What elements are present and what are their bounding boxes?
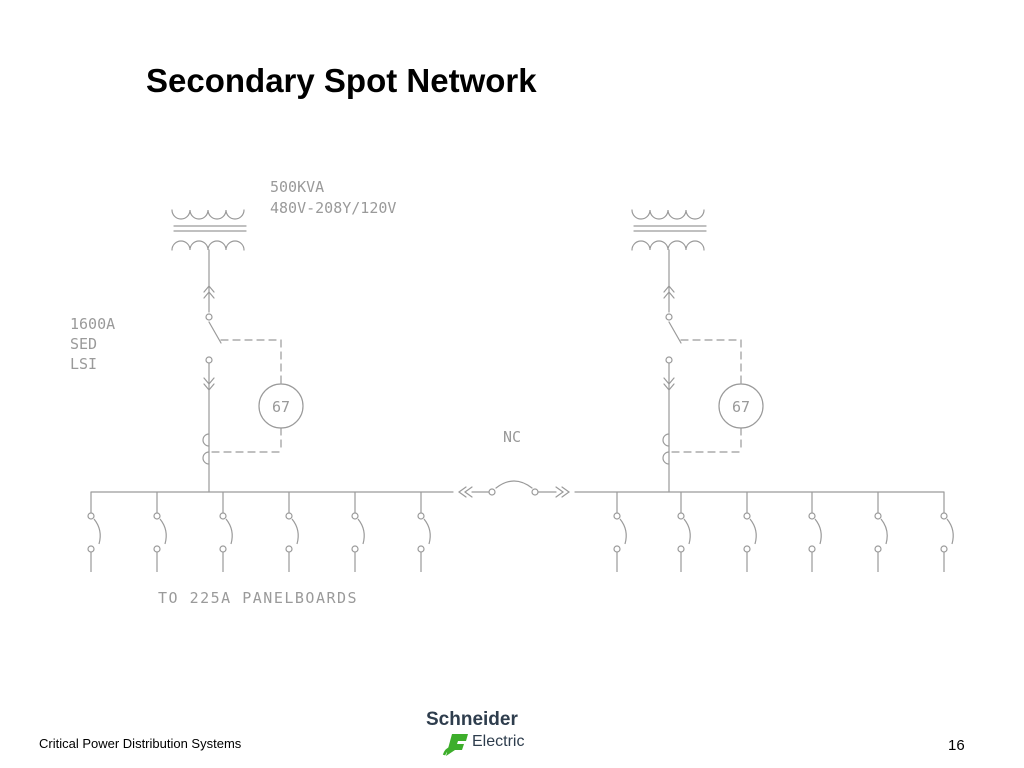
relay-left-label: 67 bbox=[272, 398, 290, 416]
page-number: 16 bbox=[948, 737, 965, 754]
feeder-breaker-4 bbox=[285, 492, 299, 572]
drawout-connector-left-top bbox=[203, 285, 215, 299]
control-wiring-right bbox=[671, 339, 742, 453]
feeder-breaker-12 bbox=[940, 492, 954, 572]
transformer-right-symbol bbox=[631, 209, 707, 251]
logo-company-line2: Electric bbox=[472, 733, 525, 750]
slide-title: Secondary Spot Network bbox=[146, 62, 537, 99]
feeder-breaker-2 bbox=[153, 492, 167, 572]
relay-67-right bbox=[718, 383, 764, 429]
drawout-connector-right-top bbox=[663, 285, 675, 299]
one-line-diagram: 500KVA 480V-208Y/120V 1600A SED LSI 67 6… bbox=[70, 178, 954, 607]
feeder-breaker-3 bbox=[219, 492, 233, 572]
drawout-connector-left-bottom bbox=[203, 377, 215, 391]
relay-67-left bbox=[258, 383, 304, 429]
control-wiring-left bbox=[211, 339, 282, 453]
feeder-breakers bbox=[87, 492, 954, 572]
tie-breaker bbox=[457, 480, 571, 498]
feeder-breaker-9 bbox=[743, 492, 757, 572]
feeder-breaker-1 bbox=[87, 492, 101, 572]
feeders-label: TO 225A PANELBOARDS bbox=[158, 589, 358, 607]
current-transformer-left bbox=[202, 433, 210, 465]
feeder-breaker-7 bbox=[613, 492, 627, 572]
breaker-rating-label: 1600A bbox=[70, 315, 115, 333]
feeder-breaker-11 bbox=[874, 492, 888, 572]
transformer-rating-label: 500KVA bbox=[270, 178, 324, 196]
drawout-connector-right-bottom bbox=[663, 377, 675, 391]
logo-company-line1: Schneider bbox=[426, 709, 518, 730]
life-is-on-icon bbox=[442, 734, 468, 756]
breaker-functions-label: LSI bbox=[70, 355, 97, 373]
current-transformer-right bbox=[662, 433, 670, 465]
footer-text: Critical Power Distribution Systems bbox=[39, 736, 242, 751]
transformer-left-symbol bbox=[171, 209, 247, 251]
feeder-breaker-6 bbox=[417, 492, 431, 572]
breaker-trip-label: SED bbox=[70, 335, 97, 353]
feeder-breaker-10 bbox=[808, 492, 822, 572]
relay-right-label: 67 bbox=[732, 398, 750, 416]
transformer-voltage-label: 480V-208Y/120V bbox=[270, 199, 396, 217]
breaker-left-main bbox=[205, 313, 222, 364]
feeder-breaker-8 bbox=[677, 492, 691, 572]
breaker-right-main bbox=[665, 313, 682, 364]
tie-breaker-label: NC bbox=[503, 428, 521, 446]
schneider-electric-logo: Schneider Electric bbox=[420, 708, 540, 760]
feeder-breaker-5 bbox=[351, 492, 365, 572]
